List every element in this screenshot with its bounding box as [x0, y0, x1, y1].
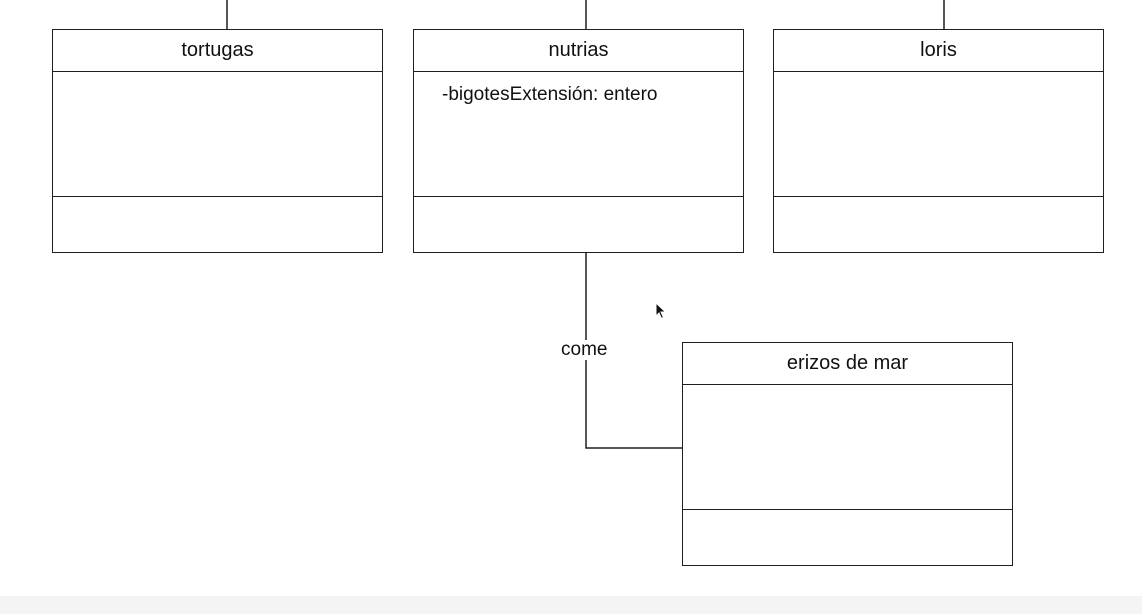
class-attributes-tortugas[interactable] [53, 72, 382, 197]
class-methods-nutrias[interactable] [414, 197, 743, 251]
association-label[interactable]: come [560, 339, 609, 360]
class-methods-erizos-de-mar[interactable] [683, 510, 1012, 564]
class-name-nutrias[interactable]: nutrias [414, 30, 743, 72]
class-box-tortugas[interactable]: tortugas [52, 29, 383, 253]
class-name-tortugas[interactable]: tortugas [53, 30, 382, 72]
class-attributes-erizos-de-mar[interactable] [683, 385, 1012, 510]
class-name-erizos-de-mar[interactable]: erizos de mar [683, 343, 1012, 385]
mouse-cursor-icon [655, 302, 667, 320]
class-box-erizos-de-mar[interactable]: erizos de mar [682, 342, 1013, 566]
class-box-nutrias[interactable]: nutrias -bigotesExtensión: entero [413, 29, 744, 253]
attribute-bigotes-extension[interactable]: -bigotesExtensión: entero [442, 84, 658, 105]
class-attributes-loris[interactable] [774, 72, 1103, 197]
class-box-loris[interactable]: loris [773, 29, 1104, 253]
class-name-loris[interactable]: loris [774, 30, 1103, 72]
class-methods-tortugas[interactable] [53, 197, 382, 251]
class-methods-loris[interactable] [774, 197, 1103, 251]
class-attributes-nutrias[interactable]: -bigotesExtensión: entero [414, 72, 743, 197]
bottom-bar [0, 596, 1142, 614]
